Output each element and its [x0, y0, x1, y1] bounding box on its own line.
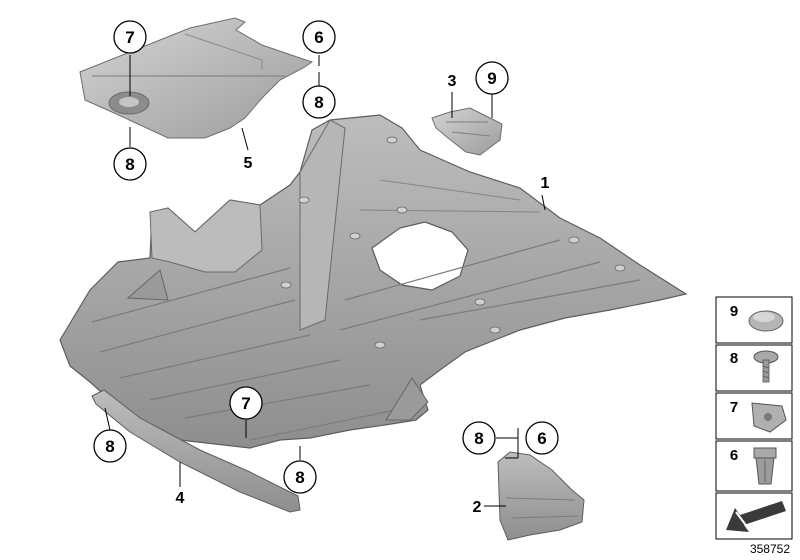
- svg-text:9: 9: [487, 69, 496, 88]
- callout-8-top-right: 8: [302, 85, 336, 119]
- svg-text:8: 8: [125, 155, 134, 174]
- callout-8-lower-right: 8: [462, 421, 496, 455]
- callout-8-lower-left: 8: [93, 429, 127, 463]
- callout-7-top: 7: [113, 20, 147, 54]
- callout-2: 2: [473, 499, 482, 516]
- svg-text:8: 8: [295, 468, 304, 487]
- direction-arrow-icon: [726, 501, 786, 532]
- clip-cap-icon: [748, 310, 784, 332]
- callout-3: 3: [448, 73, 457, 90]
- part-1-underbody-shield: [59, 114, 688, 449]
- callout-8-top-left: 8: [113, 147, 147, 181]
- part-5-cover: [79, 17, 314, 139]
- svg-text:1: 1: [541, 175, 550, 192]
- part-2-bracket: [497, 451, 585, 541]
- svg-text:8: 8: [474, 429, 483, 448]
- speed-nut-icon: [751, 402, 787, 433]
- svg-text:9: 9: [730, 303, 738, 320]
- callout-7-lower: 7: [229, 386, 263, 420]
- leader-lines: [104, 55, 546, 507]
- document-number: 358752: [750, 542, 790, 556]
- expanding-nut-icon: [753, 447, 777, 485]
- legend-item-7: 7: [715, 392, 793, 440]
- callout-6-lower-right: 6: [525, 421, 559, 455]
- callout-1: 1: [541, 175, 550, 192]
- part-4-front-strip: [91, 389, 301, 513]
- screw-icon: [753, 350, 779, 383]
- svg-text:5: 5: [244, 155, 253, 172]
- legend-item-8: 8: [715, 344, 793, 392]
- svg-text:2: 2: [473, 499, 482, 516]
- svg-text:4: 4: [176, 490, 185, 507]
- callout-9: 9: [475, 61, 509, 95]
- svg-text:7: 7: [730, 399, 738, 416]
- callout-4: 4: [176, 490, 185, 507]
- svg-text:7: 7: [241, 394, 250, 413]
- svg-text:6: 6: [730, 447, 738, 464]
- part-3-bracket: [431, 107, 503, 156]
- legend-panel: 9 8 7 6: [715, 296, 793, 540]
- legend-item-6: 6: [715, 440, 793, 492]
- svg-text:6: 6: [537, 429, 546, 448]
- legend-item-9: 9: [715, 296, 793, 344]
- svg-text:8: 8: [730, 350, 738, 367]
- legend-item-arrow: [715, 492, 793, 540]
- svg-text:6: 6: [314, 28, 323, 47]
- callout-8-lower-middle: 8: [283, 460, 317, 494]
- callout-6-top: 6: [302, 20, 336, 54]
- svg-text:3: 3: [448, 73, 457, 90]
- svg-text:7: 7: [125, 28, 134, 47]
- svg-text:8: 8: [314, 93, 323, 112]
- callout-5: 5: [244, 155, 253, 172]
- svg-text:8: 8: [105, 437, 114, 456]
